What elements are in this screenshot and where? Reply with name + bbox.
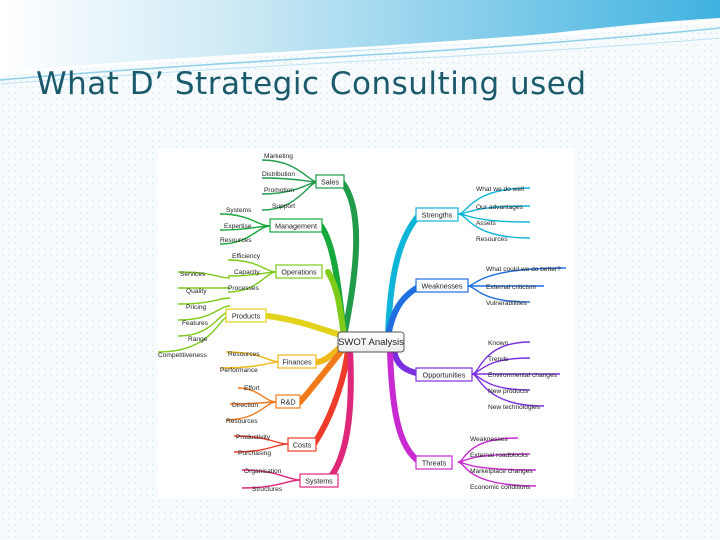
leaf-processes: Processes xyxy=(228,285,259,292)
category-label-products: Products xyxy=(232,312,261,321)
leaf-distribution: Distribution xyxy=(262,171,295,178)
leaf-structures: Structures xyxy=(252,486,283,493)
category-label-weaknesses: Weaknesses xyxy=(421,282,462,291)
leaf-range: Range xyxy=(188,336,208,343)
leaf-known: Known xyxy=(488,340,508,347)
leaf-labels: Marketing Distribution Promotion Support… xyxy=(158,153,561,493)
leaf-management-resources: Resources xyxy=(220,237,252,244)
leaf-new-technologies: New technologies xyxy=(488,404,541,411)
swot-mindmap-canvas: SWOT Analysis Sales Management Operation… xyxy=(158,153,567,493)
leaf-marketing: Marketing xyxy=(264,153,293,160)
leaf-capacity: Capacity xyxy=(234,269,260,276)
leaf-economic-conditions: Economic conditions xyxy=(470,484,531,491)
category-node-opportunities: Opportunities xyxy=(415,367,473,382)
branch-line-strengths xyxy=(385,211,423,339)
category-node-sales: Sales xyxy=(315,174,345,189)
leaf-vulnerabilities: Vulnerabilities xyxy=(486,300,528,307)
category-node-costs: Costs xyxy=(287,437,317,452)
category-node-threats: Threats xyxy=(415,455,453,470)
category-label-operations: Operations xyxy=(281,268,317,277)
leaf-expertise: Expertise xyxy=(224,223,252,230)
center-node: SWOT Analysis xyxy=(337,331,405,353)
leaf-what-we-do-well: What we do well xyxy=(476,186,525,193)
header-wave-decoration xyxy=(0,0,720,85)
category-node-management: Management xyxy=(269,218,323,233)
leaf-our-advantages: Our advantages xyxy=(476,204,524,211)
category-label-threats: Threats xyxy=(422,459,447,468)
leaf-environmental-changes: Environmental changes xyxy=(488,372,558,379)
category-node-weaknesses: Weaknesses xyxy=(415,278,469,293)
branch-line-products xyxy=(265,313,347,339)
leaf-threats-weaknesses: Weaknesses xyxy=(470,436,508,443)
branch-line-systems xyxy=(325,347,354,483)
branch-line-weaknesses xyxy=(385,283,423,339)
leaf-new-products: New products xyxy=(488,388,529,395)
branch-line-costs xyxy=(311,347,351,447)
leaf-competitiveness: Competitiveness xyxy=(158,352,207,359)
swot-mindmap: SWOT Analysis Sales Management Operation… xyxy=(158,148,574,498)
leaf-organisation: Organisation xyxy=(244,468,282,475)
category-nodes: Sales Management Operations Products Fin… xyxy=(225,174,473,488)
leaf-services: Services xyxy=(180,271,206,278)
category-node-systems: Systems xyxy=(299,473,339,488)
category-label-finances: Finances xyxy=(282,358,312,367)
leaf-external-criticism: External criticism xyxy=(486,284,536,291)
leaf-purchasing: Purchasing xyxy=(238,450,271,457)
center-node-label: SWOT Analysis xyxy=(338,337,404,348)
leaf-quality: Quality xyxy=(186,288,207,295)
category-label-strengths: Strengths xyxy=(422,211,453,220)
leaf-assets: Assets xyxy=(476,220,496,227)
category-label-systems: Systems xyxy=(305,477,333,486)
leaf-systems: Systems xyxy=(226,207,252,214)
branch-line-sales xyxy=(339,179,360,339)
leaf-strengths-resources: Resources xyxy=(476,236,508,243)
category-node-strengths: Strengths xyxy=(415,207,459,222)
leaf-finances-resources: Resources xyxy=(228,351,260,358)
category-label-sales: Sales xyxy=(321,178,339,187)
category-node-products: Products xyxy=(225,308,267,323)
category-node-operations: Operations xyxy=(275,264,323,279)
leaf-pricing: Pricing xyxy=(186,304,206,311)
category-label-rd: R&D xyxy=(280,398,295,407)
branch-line-threats xyxy=(387,349,423,465)
category-node-finances: Finances xyxy=(277,354,317,369)
leaf-marketplace-changes: Marketplace changes xyxy=(470,468,533,475)
leaf-effort: Effort xyxy=(244,385,260,392)
branch-line-rd xyxy=(297,345,347,405)
leaf-performance: Performance xyxy=(220,367,258,374)
leaf-support: Support xyxy=(272,203,295,210)
leaf-productivity: Productivity xyxy=(236,434,271,441)
leaf-rd-resources: Resources xyxy=(226,418,258,425)
leaf-efficiency: Efficiency xyxy=(232,253,261,260)
leaf-what-could-we-do-better: What could we do better? xyxy=(486,266,561,273)
category-label-management: Management xyxy=(275,222,317,231)
leaf-trends: Trends xyxy=(488,356,509,363)
category-label-opportunities: Opportunities xyxy=(423,371,466,380)
branch-line-operations xyxy=(325,269,347,339)
leaf-features: Features xyxy=(182,320,209,327)
category-label-costs: Costs xyxy=(293,441,312,450)
leaf-promotion: Promotion xyxy=(264,187,294,194)
slide-title: What D’ Strategic Consulting used xyxy=(36,66,587,102)
category-node-rd: R&D xyxy=(275,394,301,409)
leaf-external-roadblocks: External roadblocks xyxy=(470,452,529,459)
main-branches xyxy=(265,179,423,483)
leaf-direction: Direction xyxy=(232,402,258,409)
